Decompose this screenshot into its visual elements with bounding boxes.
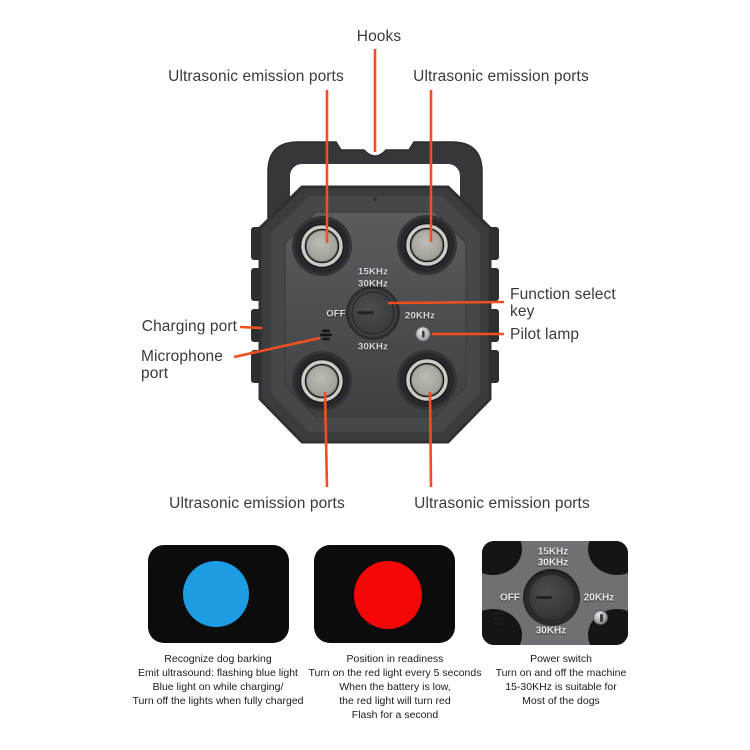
closeup-marking-15khz: 15KHz	[537, 546, 569, 558]
closeup-corner-port	[482, 541, 522, 575]
ultrasonic-ports-label-top-left: Ultrasonic emission ports	[168, 68, 344, 85]
red-light-circle	[354, 561, 422, 629]
leader-port-bottom-right	[428, 391, 433, 488]
closeup-corner-port	[588, 541, 628, 575]
closeup-dial-indicator	[536, 596, 552, 599]
leader-function-select	[387, 300, 505, 305]
dial-marking-20khz: 20KHz	[404, 310, 436, 322]
ultrasonic-ports-label-bottom-right: Ultrasonic emission ports	[414, 495, 590, 512]
closeup-marking-20khz: 20KHz	[583, 592, 615, 604]
microphone-port-label: Microphone port	[141, 348, 223, 382]
ultrasonic-port-top-left	[292, 216, 352, 276]
dial-marking-30khz-top: 30KHz	[357, 278, 389, 290]
blue-light-panel	[148, 545, 289, 643]
leader-port-bottom-left	[323, 391, 329, 488]
closeup-marking-30khz-top: 30KHz	[537, 557, 569, 569]
ultrasonic-port-bottom-left	[292, 351, 352, 411]
pilot-lamp-light	[415, 326, 431, 342]
ultrasonic-port-top-right	[397, 215, 457, 275]
hooks-label: Hooks	[356, 28, 402, 45]
closeup-mic-icon	[494, 612, 503, 615]
power-switch-caption: Power switch Turn on and off the machine…	[495, 653, 627, 707]
power-switch-closeup-panel: 15KHz 30KHz OFF 20KHz 30KHz	[482, 541, 628, 645]
closeup-marking-30khz-bottom: 30KHz	[535, 625, 567, 637]
closeup-mic-icon	[492, 617, 505, 620]
dial-marking-off: OFF	[326, 308, 346, 320]
dial-marking-30khz-bottom: 30KHz	[357, 341, 389, 353]
function-select-key-label: Function select key	[510, 286, 616, 320]
leader-lines	[233, 49, 505, 488]
leader-charging-port	[239, 325, 263, 330]
red-light-caption: Position in readiness Turn on the red li…	[308, 653, 482, 721]
red-light-panel	[314, 545, 455, 643]
ultrasonic-ports-label-bottom-left: Ultrasonic emission ports	[169, 495, 345, 512]
ultrasonic-ports-label-top-right: Ultrasonic emission ports	[413, 68, 589, 85]
closeup-mic-icon	[494, 622, 503, 625]
microphone-holes-icon	[320, 329, 332, 341]
charging-port-label: Charging port	[141, 318, 237, 335]
closeup-pilot-lamp	[593, 610, 608, 625]
blue-light-circle	[183, 561, 249, 627]
closeup-marking-off: OFF	[500, 592, 520, 604]
function-select-dial	[346, 286, 400, 340]
pilot-lamp-label: Pilot lamp	[510, 326, 580, 343]
blue-light-caption: Recognize dog barking Emit ultrasound: f…	[132, 653, 304, 707]
dial-marking-15khz: 15KHz	[357, 266, 389, 278]
leader-microphone	[233, 336, 321, 359]
ultrasonic-port-bottom-right	[397, 350, 457, 410]
